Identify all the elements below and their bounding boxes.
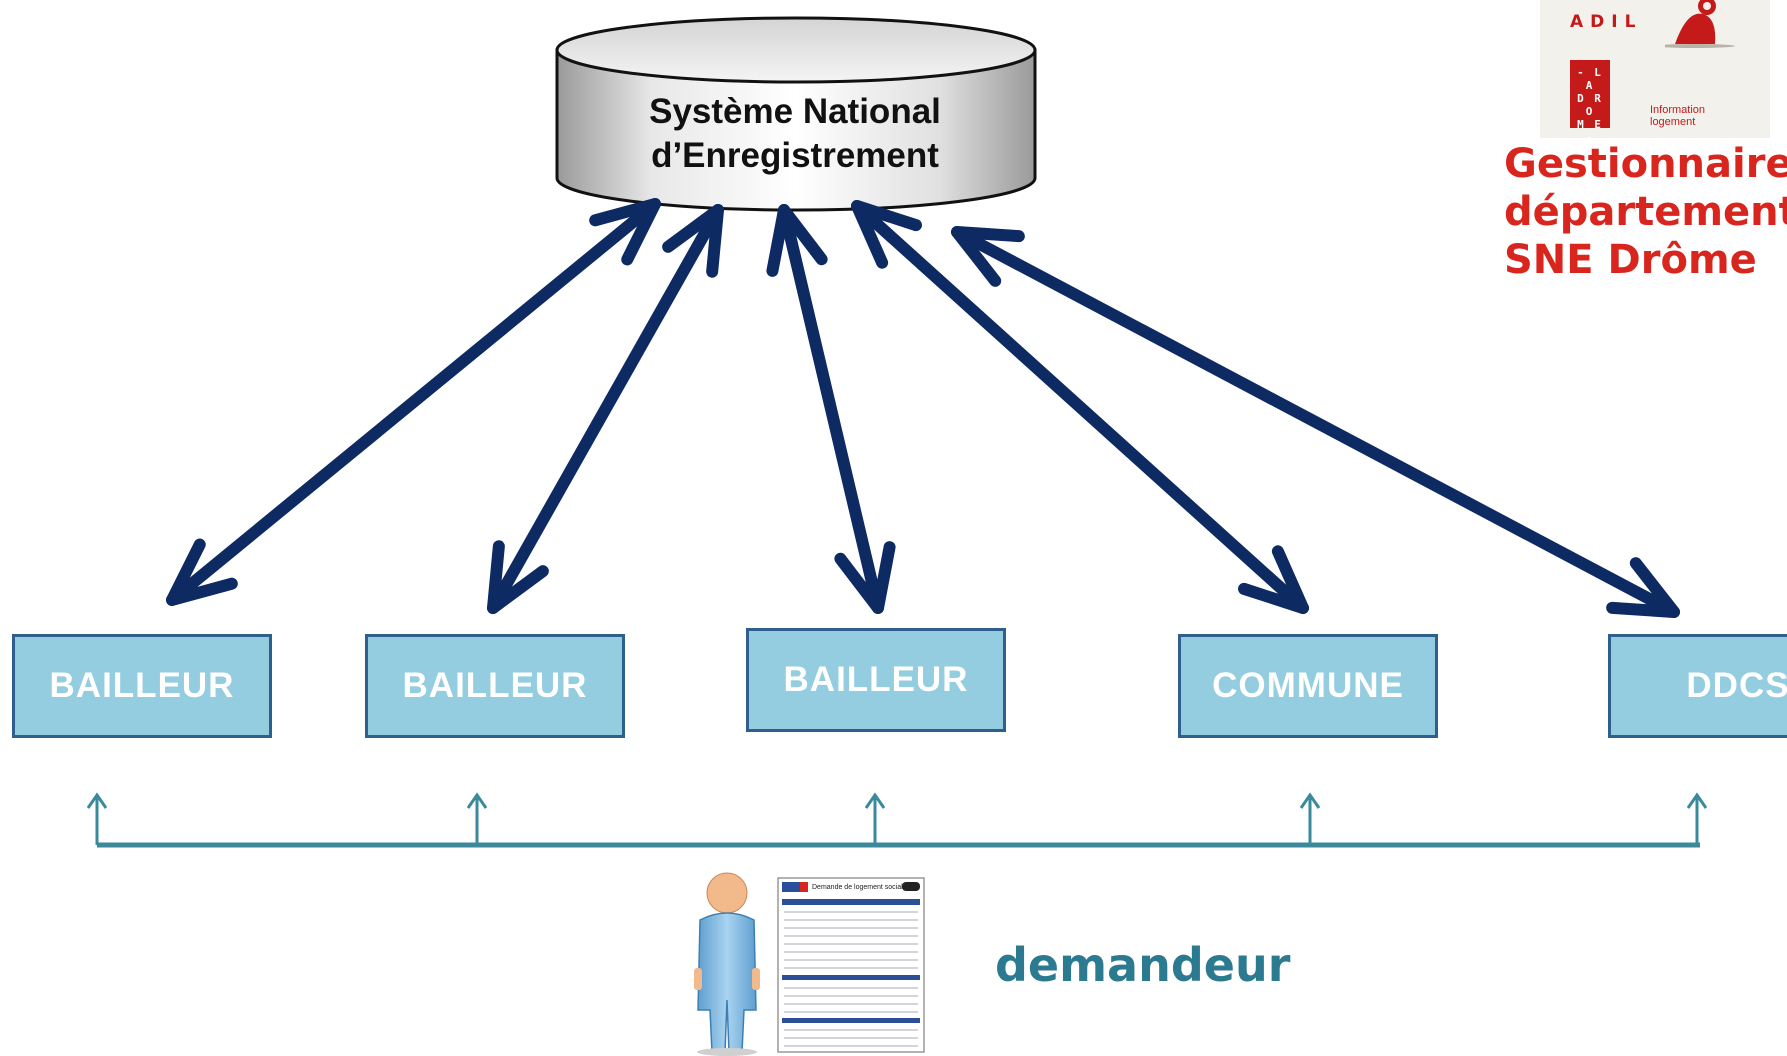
arrow-head-5-bottom (1606, 557, 1680, 618)
person-icon (694, 872, 760, 1056)
drome-letters-1: - L A (1577, 66, 1603, 92)
arrow-head-3-bottom (834, 541, 896, 614)
gestionnaire-line1: Gestionnaire (1504, 141, 1787, 187)
arrow-head-4-bottom (1238, 545, 1309, 614)
arrow-shaft-3 (778, 204, 884, 614)
database-cylinder (555, 16, 1037, 212)
adil-logo: ADIL (1540, 0, 1770, 48)
gestionnaire-line2: département (1504, 189, 1787, 235)
actor-box-ddcs: DDCS (1608, 634, 1787, 738)
database-label-line2: d’Enregistrement (651, 136, 939, 175)
bus-up-arrow-3 (864, 792, 886, 845)
arrow-head-2-top (662, 204, 724, 278)
bus-up-arrow-2 (466, 792, 488, 845)
arrow-head-5-top (951, 226, 1025, 287)
arrow-head-1-bottom (166, 538, 238, 606)
arrow-shaft-1 (166, 198, 661, 606)
info-line-1: Information (1650, 104, 1706, 116)
drome-logo-info: Information logement (1650, 104, 1705, 128)
bus-up-arrow-4 (1299, 792, 1321, 845)
bird-icon (1665, 0, 1735, 48)
actor-box-bailleur-3: BAILLEUR (746, 628, 1006, 732)
actor-box-bailleur-1: BAILLEUR (12, 634, 272, 738)
demandeur-label: demandeur (995, 938, 1291, 992)
arrow-shaft-5 (951, 226, 1680, 618)
arrow-shaft-2 (487, 204, 724, 614)
arrow-head-3-top (766, 204, 828, 277)
arrow-head-4-top (851, 200, 922, 269)
arrow-head-2-bottom (487, 540, 549, 614)
gestionnaire-label: Gestionnaire département SNE Drôme (1504, 140, 1787, 284)
form-title: Demande de logement social (812, 884, 903, 891)
arrows (166, 198, 1680, 618)
connection-bus (86, 792, 1708, 848)
bus-up-arrow-5 (1686, 792, 1708, 845)
form-document-icon: Demande de logement social (777, 877, 925, 1053)
drome-letters-2: D R O (1577, 92, 1603, 118)
bus-up-arrow-1 (86, 792, 108, 845)
arrow-head-1-top (589, 198, 661, 266)
arrow-shaft-4 (851, 200, 1309, 614)
actor-box-commune: COMMUNE (1178, 634, 1438, 738)
drome-logo-square: - L A D R O M E - (1570, 60, 1610, 144)
adil-logo-text: ADIL (1570, 12, 1643, 32)
database-label: Système National d’Enregistrement (560, 90, 1030, 178)
drome-letters-3: M E - (1577, 118, 1603, 144)
database-label-line1: Système National (649, 92, 941, 131)
actor-box-bailleur-2: BAILLEUR (365, 634, 625, 738)
gestionnaire-line3: SNE Drôme (1504, 237, 1757, 283)
drome-logo: - L A D R O M E - Information logement (1540, 48, 1770, 144)
info-line-2: logement (1650, 116, 1696, 128)
